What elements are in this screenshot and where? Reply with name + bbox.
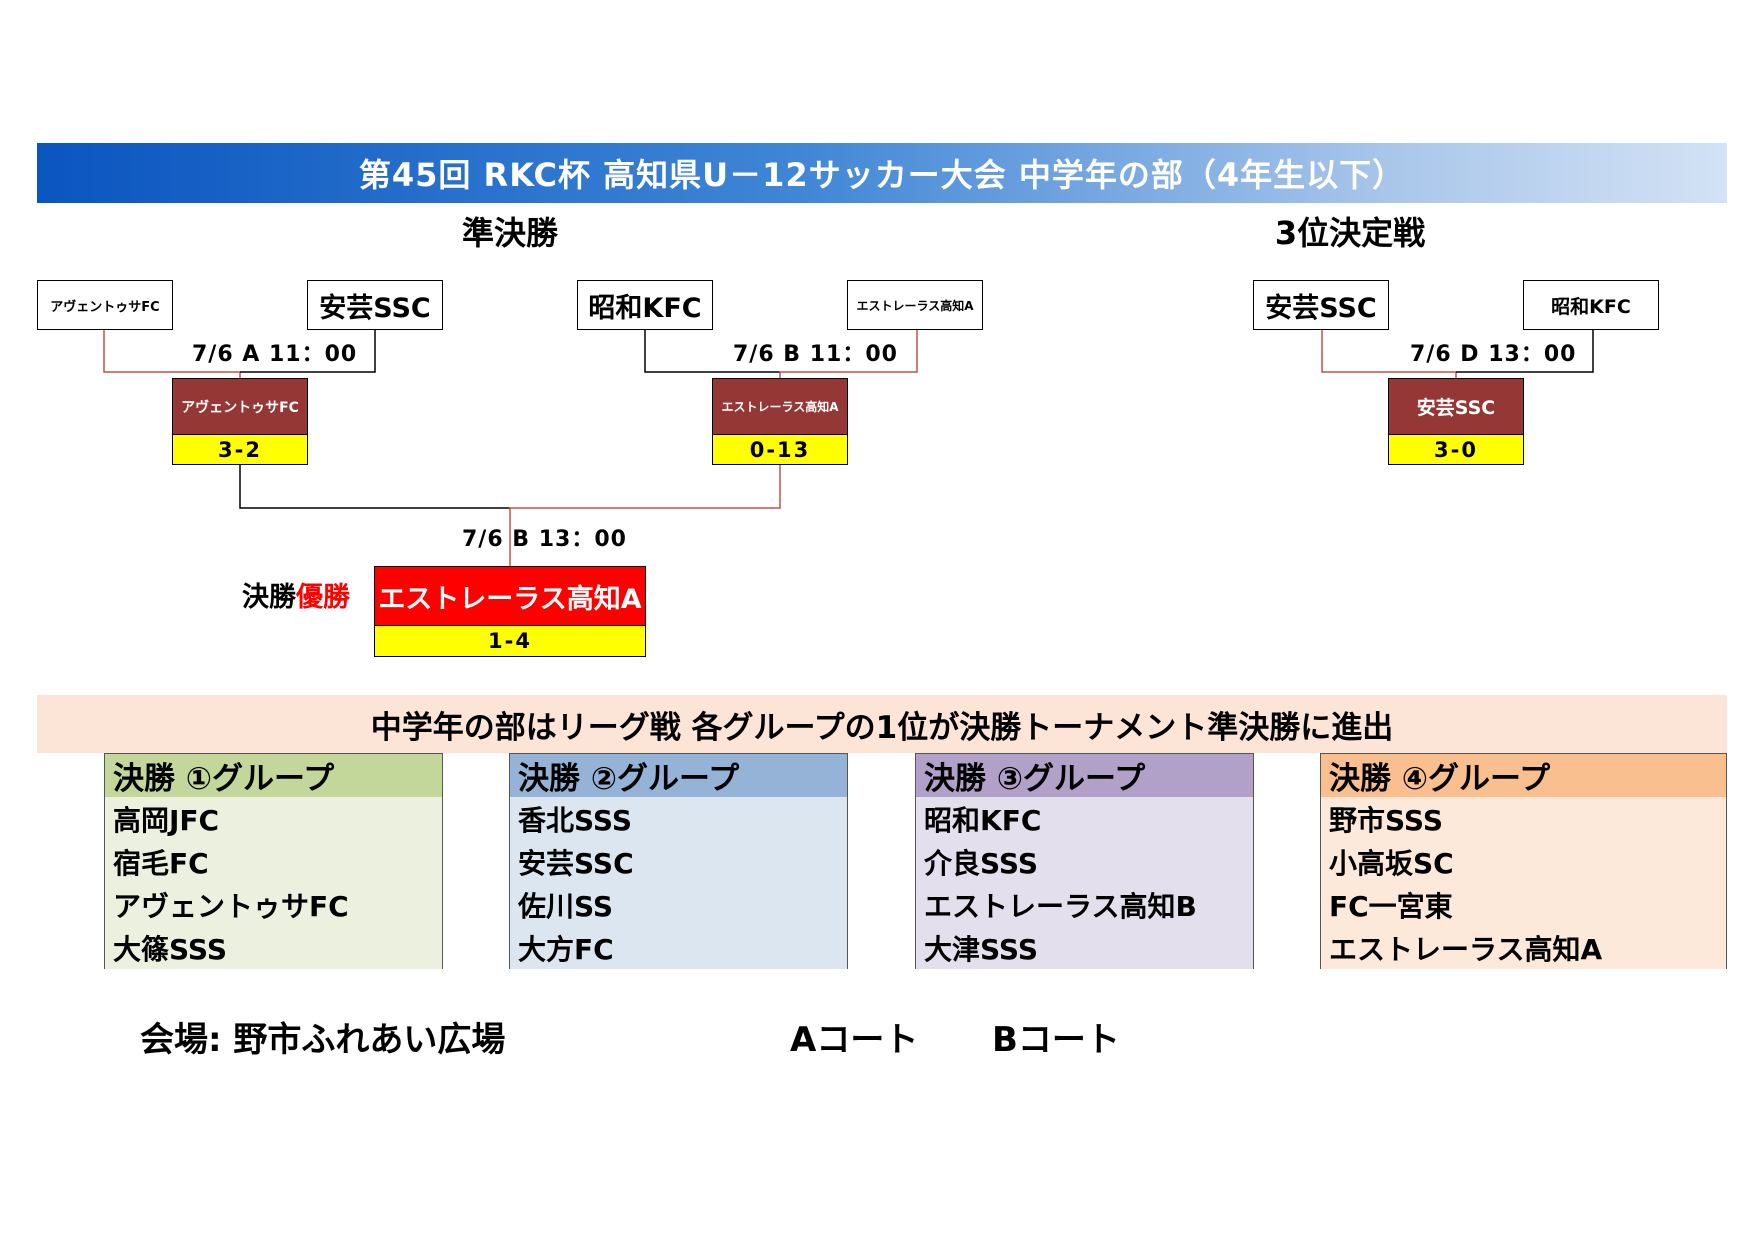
court-a-label: Aコート bbox=[790, 1020, 919, 1060]
group-4-teams: 野市SSS 小高坂SC FC一宮東 エストレーラス高知A bbox=[1321, 797, 1726, 969]
final-win-line bbox=[509, 465, 781, 566]
semi1-win-line bbox=[103, 330, 241, 378]
semi1-lose-line bbox=[240, 330, 376, 373]
court-b-label: Bコート bbox=[992, 1020, 1120, 1060]
group-3-team: 昭和KFC bbox=[924, 803, 1042, 837]
group-1-team: アヴェントゥサFC bbox=[113, 889, 349, 923]
final-label: 決勝 bbox=[242, 582, 296, 613]
group-4-team: 小高坂SC bbox=[1329, 846, 1454, 880]
final-lose-line bbox=[239, 465, 510, 509]
semi2-lose-line bbox=[644, 330, 780, 373]
league-info: 中学年の部はリーグ戦 各グループの1位が決勝トーナメント準決勝に進出 bbox=[37, 695, 1727, 753]
group-4-team: エストレーラス高知A bbox=[1329, 932, 1603, 966]
group-2-team: 佐川SS bbox=[518, 889, 614, 923]
third-score: 3-0 bbox=[1388, 434, 1524, 465]
group-1-team: 宿毛FC bbox=[113, 846, 209, 880]
tournament-title: 第45回 RKC杯 高知県U－12サッカー大会 中学年の部（4年生以下） bbox=[37, 143, 1727, 203]
semi2-team2: エストレーラス高知A bbox=[847, 280, 983, 330]
semi1-team1: アヴェントゥサFC bbox=[37, 280, 173, 330]
semi1-winner: アヴェントゥサFC bbox=[172, 378, 308, 435]
group-3-team: 介良SSS bbox=[924, 846, 1038, 880]
group-3-title: 決勝 ③グループ bbox=[916, 754, 1253, 797]
group-2: 決勝 ②グループ 香北SSS 安芸SSC 佐川SS 大方FC bbox=[509, 753, 848, 969]
group-1-team: 高岡JFC bbox=[113, 803, 220, 837]
third-winner: 安芸SSC bbox=[1388, 378, 1524, 435]
group-4-title: 決勝 ④グループ bbox=[1321, 754, 1726, 797]
group-2-team: 安芸SSC bbox=[518, 846, 634, 880]
semi1-score: 3-2 bbox=[172, 434, 308, 465]
champion-label: 優勝 bbox=[296, 582, 350, 613]
semi1-schedule: 7/6 A 11：00 bbox=[192, 342, 358, 367]
semi2-winner: エストレーラス高知A bbox=[712, 378, 848, 435]
semi2-team1: 昭和KFC bbox=[577, 280, 713, 330]
group-3-teams: 昭和KFC 介良SSS エストレーラス高知B 大津SSS bbox=[916, 797, 1253, 969]
third-team2: 昭和KFC bbox=[1523, 280, 1659, 330]
third-schedule: 7/6 D 13：00 bbox=[1410, 342, 1577, 367]
semi2-score: 0-13 bbox=[712, 434, 848, 465]
third-place-heading: 3位決定戦 bbox=[1274, 214, 1426, 252]
group-3: 決勝 ③グループ 昭和KFC 介良SSS エストレーラス高知B 大津SSS bbox=[915, 753, 1254, 969]
third-lose-line bbox=[1456, 330, 1594, 373]
final-label-group: 決勝優勝 bbox=[242, 575, 350, 614]
semi2-win-line bbox=[779, 330, 918, 378]
group-1-teams: 高岡JFC 宿毛FC アヴェントゥサFC 大篠SSS bbox=[105, 797, 442, 969]
semi1-team2: 安芸SSC bbox=[307, 280, 443, 330]
final-score: 1-4 bbox=[374, 625, 646, 657]
group-2-title: 決勝 ②グループ bbox=[510, 754, 847, 797]
group-4: 決勝 ④グループ 野市SSS 小高坂SC FC一宮東 エストレーラス高知A bbox=[1320, 753, 1727, 969]
final-schedule: 7/6 B 13：00 bbox=[462, 527, 627, 552]
group-3-team: エストレーラス高知B bbox=[924, 889, 1197, 923]
semifinal-heading: 準決勝 bbox=[461, 214, 558, 252]
venue-label: 会場: 野市ふれあい広場 bbox=[140, 1020, 506, 1060]
semi2-schedule: 7/6 B 11：00 bbox=[733, 342, 898, 367]
group-2-teams: 香北SSS 安芸SSC 佐川SS 大方FC bbox=[510, 797, 847, 969]
group-4-team: FC一宮東 bbox=[1329, 889, 1453, 923]
group-2-team: 大方FC bbox=[518, 932, 614, 966]
group-1: 決勝 ①グループ 高岡JFC 宿毛FC アヴェントゥサFC 大篠SSS bbox=[104, 753, 443, 969]
final-winner: エストレーラス高知A bbox=[374, 566, 646, 626]
group-2-team: 香北SSS bbox=[518, 803, 632, 837]
group-1-title: 決勝 ①グループ bbox=[105, 754, 442, 797]
group-3-team: 大津SSS bbox=[924, 932, 1038, 966]
third-win-line bbox=[1321, 330, 1457, 378]
third-team1: 安芸SSC bbox=[1253, 280, 1389, 330]
group-4-team: 野市SSS bbox=[1329, 803, 1443, 837]
group-1-team: 大篠SSS bbox=[113, 932, 227, 966]
